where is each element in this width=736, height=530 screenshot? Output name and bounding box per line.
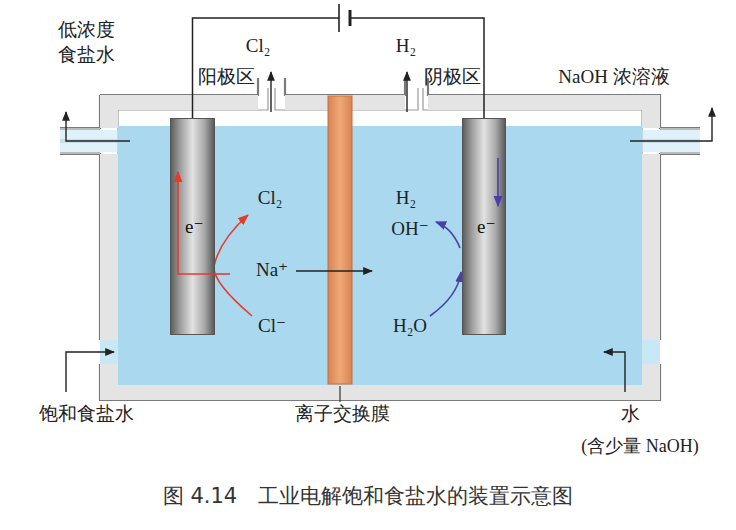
outlet-label: NaOH 浓溶液 — [558, 66, 669, 88]
outlet-label: 低浓度 食盐水 — [54, 17, 119, 66]
product-formula: Cl₂ — [258, 187, 283, 209]
flow-arrows — [66, 72, 712, 392]
reactant-formula: H₂O — [393, 315, 427, 337]
zone-label: 阴极区 — [424, 66, 481, 88]
ion-formula: OH⁻ — [391, 218, 428, 240]
inlet-note: (含少量 NaOH) — [581, 436, 698, 457]
inlet-label: 水 — [621, 403, 640, 425]
product-formula: H₂ — [396, 187, 416, 209]
gas-formula: H₂ — [396, 35, 416, 57]
ion-formula: Na⁺ — [256, 259, 288, 281]
inlet-label: 饱和食盐水 — [39, 403, 134, 425]
electron-label: e⁻ — [185, 217, 203, 236]
ion-formula: Cl⁻ — [258, 315, 286, 337]
gas-formula: Cl₂ — [246, 35, 271, 57]
leader-line — [339, 386, 340, 402]
electron-label: e⁻ — [477, 217, 495, 236]
zone-label: 阳极区 — [198, 66, 255, 88]
reaction-arrows — [214, 215, 461, 316]
figure-caption: 图 4.14 工业电解饱和食盐水的装置示意图 — [0, 482, 736, 510]
wire — [193, 18, 485, 118]
ion-exchange-membrane — [328, 96, 352, 384]
membrane-label: 离子交换膜 — [295, 403, 390, 425]
electrode: e⁻ — [170, 118, 215, 335]
electrode: e⁻ — [462, 118, 506, 335]
tank-housing — [60, 78, 700, 400]
